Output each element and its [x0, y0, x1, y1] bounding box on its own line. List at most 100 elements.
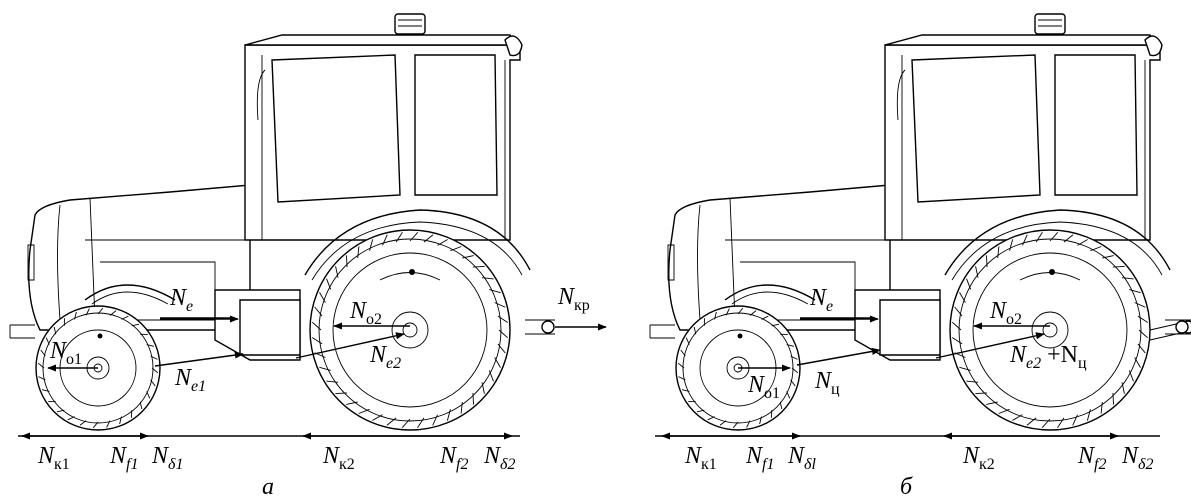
- tread-marks-b: [677, 232, 1148, 429]
- tread-mark: [146, 391, 151, 399]
- tread-mark: [1035, 232, 1043, 243]
- label-Nd2-a: Nδ2: [483, 443, 515, 473]
- tread-mark: [423, 234, 434, 243]
- label-No1-a: Nо1: [49, 338, 82, 368]
- tread-mark: [1121, 277, 1134, 280]
- tread-mark: [1041, 418, 1051, 428]
- tread-mark: [1100, 401, 1103, 414]
- label-No2-a: Nо2: [349, 298, 382, 328]
- label-Ne2-b: Ne2 +Nц: [1009, 342, 1087, 372]
- tread-mark: [1121, 382, 1125, 394]
- tread-mark: [761, 315, 769, 320]
- tread-mark: [335, 392, 348, 394]
- tread-mark: [40, 349, 46, 357]
- tread-mark: [131, 323, 140, 327]
- tread-mark: [498, 329, 508, 339]
- label-No2-b: Nо2: [989, 298, 1022, 328]
- label-Ne1-a: Ne1: [174, 365, 206, 395]
- label-Nc-b: Nц: [814, 368, 840, 398]
- tread-mark: [346, 401, 358, 405]
- label-Nf2-a: Nf2: [439, 443, 468, 473]
- tread-mark: [1026, 417, 1037, 426]
- caption-a: а: [262, 474, 274, 500]
- tread-mark: [1137, 343, 1146, 354]
- tread-mark: [357, 246, 360, 259]
- tread-mark: [432, 414, 438, 426]
- label-No1-b: Nо1: [747, 372, 780, 402]
- tread-mark: [790, 379, 796, 387]
- tread-mark: [1090, 246, 1102, 252]
- tread-mark: [319, 366, 331, 371]
- tread-mark: [786, 391, 791, 399]
- tread-mark: [121, 315, 129, 320]
- tread-mark: [53, 326, 57, 335]
- tread-mark: [966, 380, 979, 383]
- tread-mark: [1112, 392, 1114, 405]
- tread-mark: [696, 409, 705, 413]
- label-Nk2-b: Nк2: [962, 443, 995, 473]
- tread-mark: [786, 344, 795, 347]
- tread-mark: [1134, 357, 1141, 368]
- label-Nk2-a: Nк2: [322, 443, 355, 473]
- tread-mark: [732, 421, 739, 429]
- caption-b: б: [900, 474, 913, 500]
- tread-mark: [372, 414, 383, 421]
- tread-mark: [312, 337, 323, 345]
- tread-mark: [1063, 234, 1074, 243]
- tread-mark: [326, 380, 339, 383]
- tread-mark: [92, 421, 99, 429]
- tread-mark: [986, 255, 988, 268]
- tread-mark: [437, 239, 448, 246]
- tread-mark: [790, 355, 798, 360]
- tread-mark: [681, 389, 690, 392]
- tread-mark: [319, 292, 326, 303]
- tread-mark: [1128, 370, 1134, 382]
- tread-mark: [446, 409, 451, 421]
- tread-mark: [38, 376, 46, 381]
- tread-mark: [417, 417, 425, 428]
- tread-mark: [1086, 409, 1091, 421]
- tread-mark: [401, 418, 411, 428]
- tread-mark: [497, 315, 508, 323]
- tread-mark: [966, 278, 972, 290]
- panel-a: Ne Nо1 Ne1 Nо2 Ne2 Nкр Nк1 Nf1 Nδ1 Nк2 N…: [9, 13, 607, 500]
- tread-mark: [1102, 255, 1114, 259]
- tread-mark: [151, 367, 159, 374]
- tread-mark: [312, 321, 322, 331]
- tread-mark: [1138, 329, 1148, 339]
- tread-mark: [41, 389, 50, 392]
- tread-mark: [488, 370, 494, 382]
- tread-mark: [997, 246, 1000, 259]
- label-Ne-b: Ne: [809, 285, 833, 315]
- label-Nf2-b: Nf2: [1077, 443, 1106, 473]
- tread-mark: [409, 232, 419, 242]
- label-Nd2-b: Nδ2: [1121, 443, 1153, 473]
- tread-mark: [975, 266, 979, 278]
- tread-mark: [139, 401, 143, 410]
- tread-mark: [680, 349, 686, 357]
- tread-mark: [382, 234, 388, 246]
- arrow-Ne1-a: [154, 351, 244, 367]
- tread-mark: [954, 306, 963, 317]
- tread-mark: [959, 366, 971, 371]
- tread-mark: [314, 306, 323, 317]
- tread-mark: [395, 232, 403, 243]
- tread-mark: [494, 357, 501, 368]
- arrow-Ne2-a: [295, 332, 405, 359]
- tread-mark: [369, 239, 374, 251]
- tread-mark: [386, 417, 397, 426]
- tread-mark: [707, 416, 715, 421]
- tread-mark: [678, 376, 686, 381]
- tread-mark: [1072, 414, 1078, 426]
- tread-mark: [109, 310, 117, 316]
- tread-mark: [1022, 234, 1028, 246]
- label-Nf1-a: Nf1: [109, 443, 138, 473]
- tread-mark: [460, 401, 463, 414]
- tread-mark: [74, 311, 77, 320]
- label-Ne-a: Ne: [169, 285, 193, 315]
- tread-mark: [346, 255, 348, 268]
- tread-mark: [462, 255, 474, 259]
- tread-mark: [746, 420, 751, 428]
- tread-mark: [489, 289, 501, 294]
